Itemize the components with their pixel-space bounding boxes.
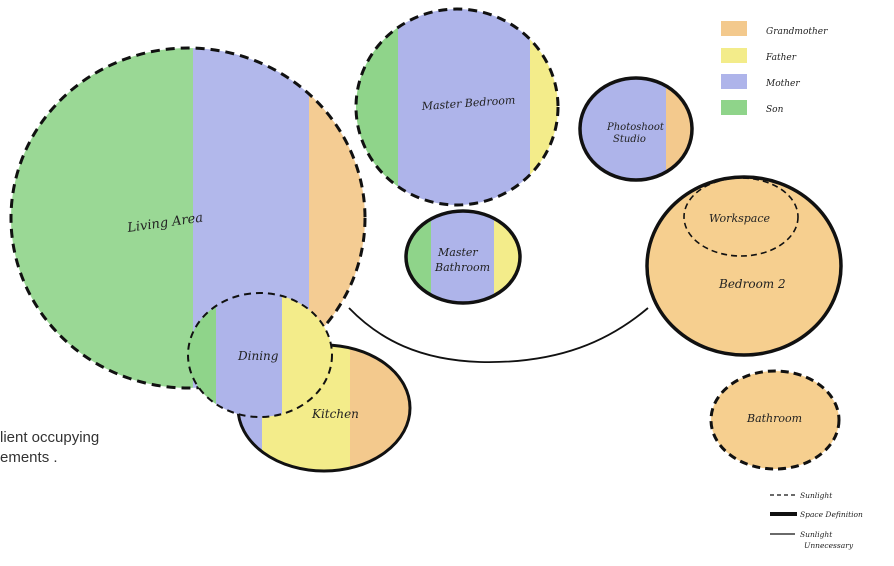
label-master-bathroom-line2: Bathroom: [434, 261, 490, 274]
legend-swatch-mother: [721, 74, 747, 89]
master-bathroom-bubble: [404, 209, 522, 305]
legend-label-grandmother: Grandmother: [766, 27, 828, 37]
legend-swatch-father: [721, 48, 747, 63]
legend-swatch-son: [721, 100, 747, 115]
label-photoshoot-line1: Photoshoot: [606, 122, 665, 133]
label-photoshoot-line2: Studio: [613, 134, 646, 145]
bedroom2-bubble: [645, 175, 843, 357]
photoshoot-studio-bubble: [578, 76, 694, 182]
legend-label-mother: Mother: [765, 79, 800, 89]
label-bedroom2: Bedroom 2: [718, 277, 786, 291]
line-key: Sunlight Space Definition Sunlight Unnec…: [770, 491, 863, 550]
label-master-bathroom-line1: Master: [437, 246, 478, 259]
label-bathroom: Bathroom: [746, 412, 802, 425]
caption-fragment: lient occupying ements .: [0, 428, 99, 468]
legend-label-son: Son: [766, 105, 784, 115]
label-kitchen: Kitchen: [311, 407, 359, 421]
bathroom-bubble: [709, 369, 841, 471]
legend: Grandmother Father Mother Son: [721, 21, 828, 115]
key-label-unnecessary-line1: Sunlight: [800, 530, 833, 539]
key-label-sunlight: Sunlight: [800, 491, 833, 500]
label-workspace: Workspace: [709, 212, 771, 225]
key-label-space-definition: Space Definition: [800, 510, 863, 519]
workspace-bubble: [683, 177, 799, 257]
legend-label-father: Father: [765, 53, 797, 63]
connecting-line: [348, 307, 649, 363]
key-label-unnecessary-line2: Unnecessary: [804, 541, 854, 550]
legend-swatch-grandmother: [721, 21, 747, 36]
caption-line-2: ements .: [0, 449, 58, 466]
caption-line-1: lient occupying: [0, 429, 100, 446]
label-dining: Dining: [237, 349, 279, 363]
